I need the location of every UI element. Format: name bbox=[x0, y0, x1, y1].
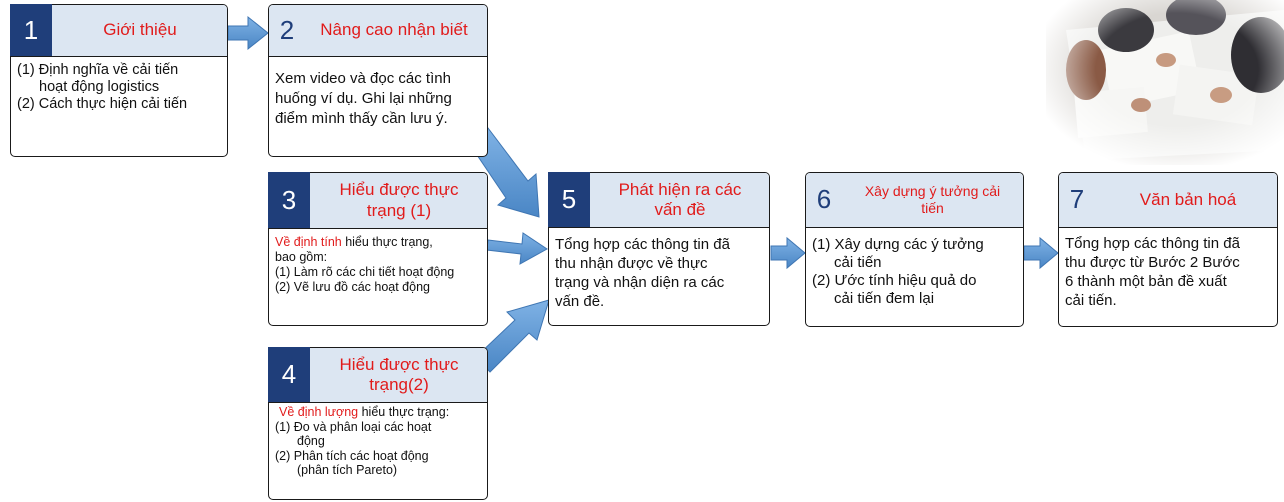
step-1-line-1: (1) Định nghĩa về cải tiến bbox=[17, 62, 179, 78]
step-3-box: 3 Hiểu được thực trạng (1) Về định tính … bbox=[268, 172, 488, 326]
step-4-line-2: động bbox=[297, 434, 325, 448]
step-6-line-1: (1) Xây dựng các ý tưởng bbox=[812, 236, 984, 253]
step-1-body: (1) Định nghĩa về cải tiến hoạt động log… bbox=[17, 62, 221, 113]
step-5-number: 5 bbox=[548, 172, 590, 227]
step-5-box: 5 Phát hiện ra các vấn đề Tổng hợp các t… bbox=[548, 172, 770, 326]
step-2-number: 2 bbox=[279, 14, 295, 45]
step-2-box: 2 Nâng cao nhận biết Xem video và đọc cá… bbox=[268, 4, 488, 157]
step-1-title: Giới thiệu bbox=[103, 20, 177, 40]
step-4-body: Về định lượng hiểu thực trạng: (1) Đo và… bbox=[275, 405, 481, 478]
step-4-header: 4 Hiểu được thực trạng(2) bbox=[268, 347, 487, 403]
step-4-title-line-1: Hiểu được thực bbox=[339, 354, 459, 374]
step-5-line-1: Tổng hợp các thông tin đã bbox=[555, 236, 730, 253]
step-4-lead-red: Về định lượng bbox=[279, 405, 359, 419]
step-7-line-2: thu được từ Bước 2 Bước bbox=[1065, 254, 1240, 271]
step-3-lead: Về định tính hiểu thực trạng, bbox=[275, 235, 481, 250]
step-1-line-2: hoạt động logistics bbox=[39, 79, 160, 95]
step-5-title: Phát hiện ra các vấn đề bbox=[595, 173, 765, 227]
step-6-header: 6 Xây dựng ý tưởng cải tiến bbox=[806, 173, 1023, 228]
step-5-body: Tổng hợp các thông tin đã thu nhận được … bbox=[555, 235, 763, 311]
step-7-number: 7 bbox=[1069, 184, 1085, 214]
step-7-header: 7 Văn bản hoá bbox=[1059, 173, 1277, 228]
step-5-title-line-1: Phát hiện ra các bbox=[618, 179, 742, 199]
arrow-6-to-7 bbox=[1023, 236, 1059, 270]
step-3-line-1: bao gồm: bbox=[275, 250, 328, 264]
step-1-line-3: (2) Cách thực hiện cải tiến bbox=[17, 96, 188, 112]
step-4-title-line-2: trạng(2) bbox=[369, 375, 429, 394]
step-1-box: 1 Giới thiệu (1) Định nghĩa về cải tiến … bbox=[10, 4, 228, 157]
step-3-lead-rest: hiểu thực trạng, bbox=[341, 235, 433, 249]
step-6-title-line-1: Xây dựng ý tưởng cải bbox=[864, 183, 1001, 200]
step-7-line-3: 6 thành một bản đề xuất bbox=[1065, 273, 1227, 290]
step-5-title-line-2: vấn đề bbox=[654, 200, 706, 219]
step-3-line-2: (1) Làm rõ các chi tiết hoạt động bbox=[275, 265, 455, 279]
step-5-header: 5 Phát hiện ra các vấn đề bbox=[548, 172, 769, 228]
step-5-line-3: trạng và nhận diện ra các bbox=[555, 274, 725, 291]
step-2-line-2: huống ví dụ. Ghi lại những bbox=[275, 90, 452, 107]
step-4-line-1: (1) Đo và phân loại các hoạt bbox=[275, 419, 432, 434]
step-1-number: 1 bbox=[10, 4, 52, 56]
step-5-line-4: vấn đề. bbox=[555, 293, 605, 310]
step-7-line-4: cải tiến. bbox=[1065, 292, 1117, 309]
step-7-line-1: Tổng hợp các thông tin đã bbox=[1065, 235, 1240, 252]
step-6-box: 6 Xây dựng ý tưởng cải tiến (1) Xây dựng… bbox=[805, 172, 1024, 327]
step-2-title: Nâng cao nhận biết bbox=[320, 20, 468, 40]
step-3-body: Về định tính hiểu thực trạng, bao gồm: (… bbox=[275, 235, 481, 295]
step-3-title-line-2: trạng (1) bbox=[366, 200, 432, 220]
step-4-box: 4 Hiểu được thực trạng(2) Về định lượng … bbox=[268, 347, 488, 500]
step-4-line-3: (2) Phân tích các hoạt động bbox=[275, 448, 429, 463]
step-7-title: Văn bản hoá bbox=[1139, 189, 1237, 209]
step-7-box: 7 Văn bản hoá Tổng hợp các thông tin đã … bbox=[1058, 172, 1278, 327]
arrow-3-to-5 bbox=[486, 232, 548, 265]
step-2-header: 2 Nâng cao nhận biết bbox=[269, 5, 487, 57]
workshop-photo bbox=[1046, 0, 1284, 165]
step-6-line-3: (2) Ước tính hiệu quả do bbox=[812, 272, 977, 289]
step-3-title: Hiểu được thực trạng (1) bbox=[315, 173, 483, 228]
step-3-number: 3 bbox=[268, 172, 310, 228]
step-5-line-2: thu nhận được về thực bbox=[555, 255, 708, 272]
step-1-header: 1 Giới thiệu bbox=[10, 4, 227, 57]
step-3-lead-red: Về định tính bbox=[275, 235, 342, 249]
step-6-title-line-2: tiến bbox=[921, 200, 944, 216]
step-3-title-line-1: Hiểu được thực bbox=[339, 180, 459, 200]
step-6-title: Xây dựng ý tưởng cải tiến bbox=[846, 173, 1019, 227]
step-2-body: Xem video và đọc các tình huống ví dụ. G… bbox=[275, 69, 481, 129]
arrow-1-to-2 bbox=[227, 15, 269, 51]
step-3-line-3: (2) Vẽ lưu đồ các hoạt động bbox=[275, 280, 430, 294]
step-2-line-3: điểm mình thấy cần lưu ý. bbox=[275, 110, 448, 127]
step-4-lead: Về định lượng hiểu thực trạng: bbox=[275, 405, 481, 420]
arrow-5-to-6 bbox=[770, 236, 806, 270]
step-6-number: 6 bbox=[816, 184, 832, 214]
step-4-title: Hiểu được thực trạng(2) bbox=[315, 348, 483, 402]
step-4-line-4: (phân tích Pareto) bbox=[297, 463, 398, 477]
step-4-number: 4 bbox=[268, 347, 310, 402]
step-4-lead-rest: hiểu thực trạng: bbox=[358, 405, 450, 419]
step-6-line-2: cải tiến bbox=[834, 254, 882, 271]
step-6-line-4: cải tiến đem lại bbox=[834, 290, 935, 307]
step-3-header: 3 Hiểu được thực trạng (1) bbox=[268, 172, 487, 229]
step-6-body: (1) Xây dựng các ý tưởng cải tiến (2) Ướ… bbox=[812, 236, 1017, 308]
step-7-body: Tổng hợp các thông tin đã thu được từ Bư… bbox=[1065, 234, 1271, 310]
arrow-4-to-5 bbox=[475, 299, 550, 373]
step-2-line-1: Xem video và đọc các tình bbox=[275, 70, 451, 87]
